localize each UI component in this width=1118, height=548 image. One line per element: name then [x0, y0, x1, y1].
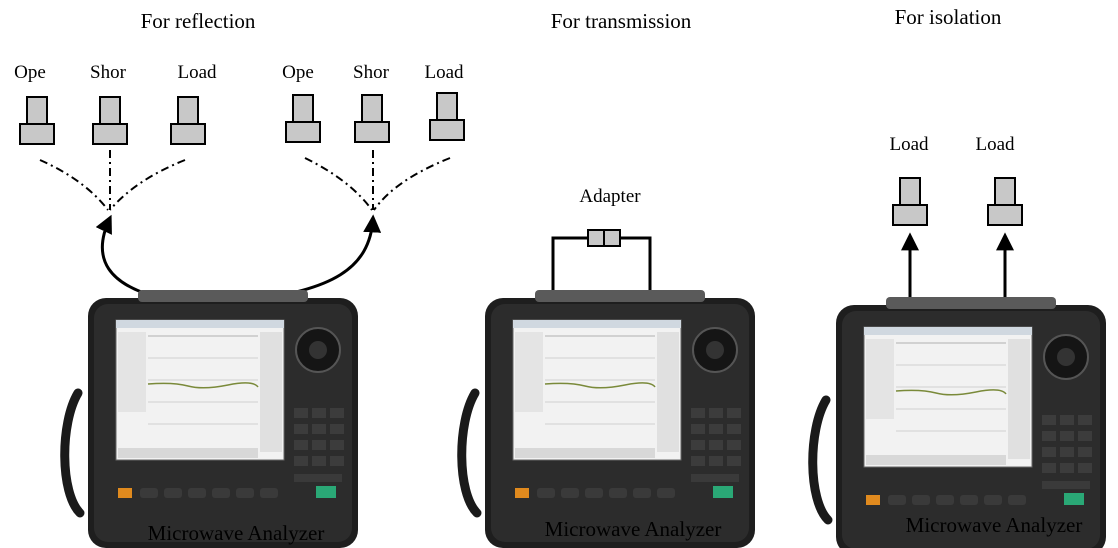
reflection-device-label: Microwave Analyzer	[148, 521, 325, 545]
reflection-right-short-label: Shor	[353, 62, 390, 83]
reflection-right-load-label: Load	[424, 62, 464, 83]
isolation-load-1-label: Load	[889, 134, 929, 155]
reflection-right-open-connector	[285, 94, 321, 143]
reflection-right-open-label: Ope	[282, 62, 314, 83]
isolation-load-2-connector	[987, 177, 1023, 226]
reflection-left-dashed-links	[39, 150, 186, 211]
transmission-title: For transmission	[551, 9, 692, 33]
reflection-left-short-label: Shor	[90, 62, 127, 83]
isolation-device-label: Microwave Analyzer	[906, 513, 1083, 537]
reflection-left-load-connector	[170, 96, 206, 145]
reflection-right-dashed-links	[304, 150, 451, 211]
transmission-analyzer-device	[462, 290, 755, 548]
reflection-analyzer-device	[65, 290, 358, 548]
reflection-left-open-connector	[19, 96, 55, 145]
isolation-load-1-connector	[892, 177, 928, 226]
transmission-device-label: Microwave Analyzer	[545, 517, 722, 541]
reflection-left-cable	[95, 214, 161, 300]
transmission-cable	[551, 236, 652, 298]
isolation-load-2-label: Load	[975, 134, 1015, 155]
reflection-title: For reflection	[141, 9, 256, 33]
isolation-analyzer-device	[813, 297, 1106, 548]
reflection-right-short-connector	[354, 94, 390, 143]
isolation-title: For isolation	[895, 5, 1002, 29]
adapter-label: Adapter	[579, 186, 641, 207]
reflection-left-load-label: Load	[177, 62, 217, 83]
adapter-connector	[587, 229, 621, 247]
reflection-right-load-connector	[429, 92, 465, 141]
reflection-right-cable	[249, 214, 382, 302]
reflection-left-open-label: Ope	[14, 62, 46, 83]
reflection-left-short-connector	[92, 96, 128, 145]
